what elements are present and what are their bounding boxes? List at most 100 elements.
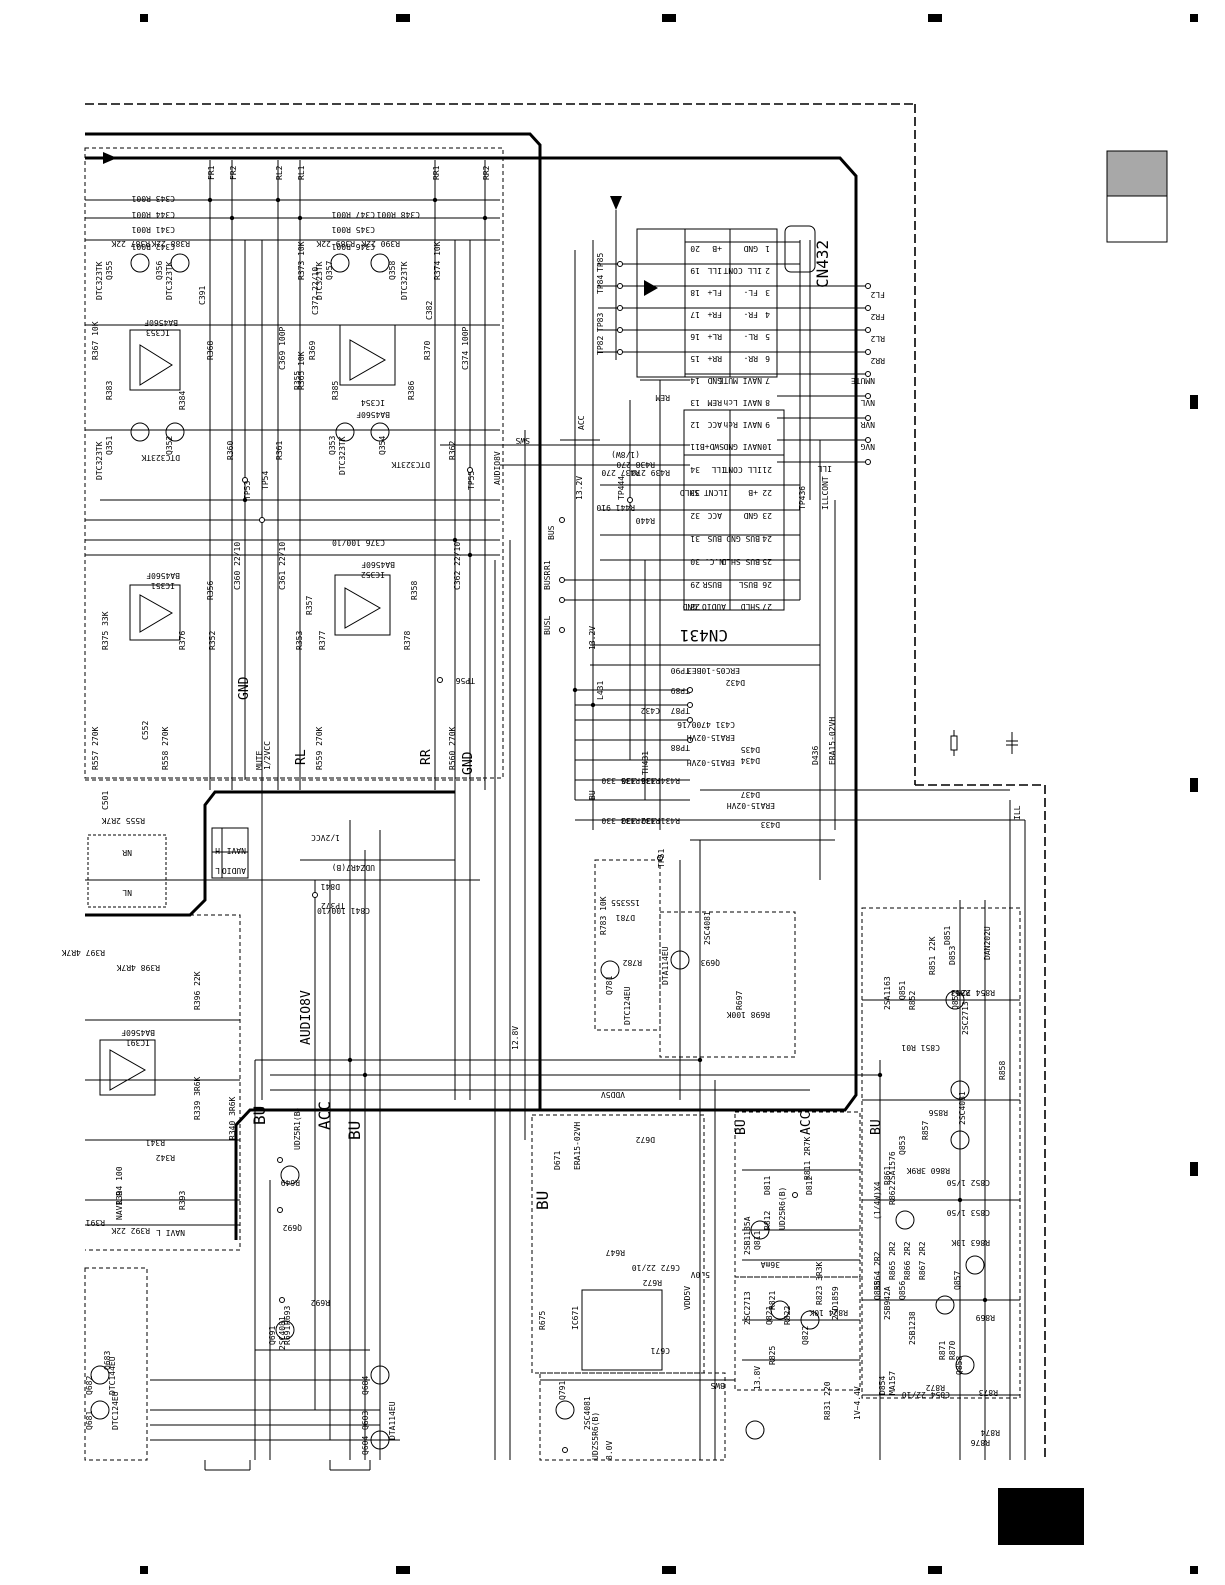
res-label: R440 <box>636 516 655 525</box>
diode-ref: D812 <box>805 1176 814 1195</box>
output-label: NVG <box>860 442 875 451</box>
pin-name: RL- <box>744 332 758 341</box>
net-label: NAVI L <box>156 1228 185 1237</box>
pin-name: BUSL <box>739 580 758 589</box>
res-label: R822 <box>783 1306 792 1325</box>
diode-ref: D853 <box>948 946 957 965</box>
res-label: R378 <box>403 631 412 650</box>
table-label: L <box>215 866 220 875</box>
res-label: R831 220 <box>823 1381 832 1420</box>
output-label: RR2 <box>870 356 885 365</box>
output-label: FR2 <box>870 312 885 321</box>
diode-part: ERA15-02VH <box>727 801 775 810</box>
res-label: R388 22K <box>151 239 190 248</box>
cap-label: C369 100P <box>278 326 287 370</box>
ic-labels: IC353 IC354 IC351 IC352 IC391 IC671 BA45… <box>121 318 580 1330</box>
res-label: R860 3R9K <box>906 1166 950 1175</box>
net-label: 13.2V <box>575 476 584 500</box>
transistor-ref: Q855 <box>873 1281 882 1300</box>
transistor-ref: Q355 <box>105 261 114 280</box>
transistor-part: 2SC2713 <box>743 1291 752 1325</box>
ic-label: IC354 <box>361 398 385 407</box>
pin-num: 1 <box>765 244 770 253</box>
transistor-part: 2SC4081 <box>703 911 712 945</box>
bu-label: BU <box>250 1106 269 1125</box>
res-label: R437 270 <box>601 468 640 477</box>
pin-num: 9 <box>765 420 770 429</box>
ic-label: IC391 <box>126 1038 150 1047</box>
net-label: NAVI R <box>115 1191 124 1220</box>
transistor-ref: Q856 <box>898 1281 907 1300</box>
res-label: R342 <box>156 1153 175 1162</box>
net-label: 1/2VCC <box>311 833 340 842</box>
diode-ref: D811 <box>763 1176 772 1195</box>
res-label: R341 <box>146 1138 165 1147</box>
res-label: R869 <box>976 1313 995 1322</box>
res-label: R352 <box>208 631 217 650</box>
pin-name: FR+ <box>707 310 722 319</box>
net-label: VDD5V <box>683 1286 692 1310</box>
res-label: R783 10K <box>599 896 608 935</box>
opamp-part: BA4560F <box>356 410 390 419</box>
transistor-ref: Q693 <box>701 958 720 967</box>
acc-label: ACC <box>799 1112 814 1135</box>
pin-num: 8 <box>765 398 770 407</box>
cap-label: C376 100/10 <box>332 538 385 547</box>
transistor-part: DTC323TK <box>95 441 104 480</box>
cn432-title: CN432 <box>813 240 832 288</box>
net-label: GND <box>461 751 476 775</box>
pin-num: 27 <box>762 602 772 611</box>
diode-ref: D436 <box>811 746 820 765</box>
transistor-ref: Q353 <box>328 436 337 455</box>
cn432-pin-labels: 1 GND 2 ILL CONT 3 FL- 4 FR- 5 RL- 6 RR-… <box>718 244 772 451</box>
res-label: R362 <box>448 441 457 460</box>
diode-part: ERA15-02VH <box>687 733 735 742</box>
pin-num: 18 <box>690 288 700 297</box>
transistor-ref: Q604 <box>361 1436 370 1455</box>
test-point-markers <box>242 261 871 1453</box>
res-label: R369 <box>308 341 317 360</box>
diode-part: DAN202U <box>983 926 992 960</box>
cap-label: C382 <box>425 301 434 320</box>
transistor-part: DTC323TK <box>95 261 104 300</box>
res-label: R692 <box>311 1298 330 1307</box>
opamp-part: BA4560F <box>144 318 178 327</box>
pin-num: 14 <box>690 376 700 385</box>
res-label: R858 <box>998 1061 1007 1080</box>
transistor-ref: Q683 <box>103 1351 112 1370</box>
diode-ref: D437 <box>741 790 760 799</box>
res-label: R383 <box>105 381 114 400</box>
cap-label: C853 1/50 <box>946 1208 990 1217</box>
transistor-part: DTC323TK <box>391 460 430 469</box>
transistor-part: DTC323TK <box>141 453 180 462</box>
pin-name: RR- <box>744 354 758 363</box>
cn431-pin-rows <box>560 484 800 601</box>
pin-name: BUSR <box>703 580 722 589</box>
diode-part: MA157 <box>888 1371 897 1395</box>
tp-label: TP51 <box>657 849 666 868</box>
diode-part: 1SS355 <box>611 898 640 907</box>
pin-num: 7 <box>765 376 770 385</box>
res-label: R558 270K <box>161 726 170 770</box>
net-label: L431 <box>596 681 605 700</box>
net-label: REM <box>655 393 670 402</box>
transistor-ref: Q822 <box>801 1326 810 1345</box>
line-label: RL1 <box>297 165 306 180</box>
output-label: NVL <box>860 398 875 407</box>
net-label: BUS <box>547 525 556 540</box>
net-label: BU <box>588 790 597 800</box>
res-label: R557 270K <box>91 726 100 770</box>
pin-name: NAVI Rch <box>723 420 762 429</box>
res-label: R559 270K <box>315 726 324 770</box>
res-label: R856 <box>929 1108 948 1117</box>
transistor-part: DTC323TK <box>338 436 347 475</box>
tp-label: TP53 <box>243 481 252 500</box>
table-label: AUDIO <box>222 866 246 875</box>
res-label: R393 <box>178 1191 187 1210</box>
cap-label: C344 R001 <box>131 210 175 219</box>
transistor-ref: Q851 <box>898 981 907 1000</box>
transistor-part: 2SB1135A <box>743 1216 752 1255</box>
res-label: R385 <box>331 381 340 400</box>
output-label: NVR <box>860 420 875 429</box>
transistor-ref: Q811 <box>753 1231 762 1250</box>
